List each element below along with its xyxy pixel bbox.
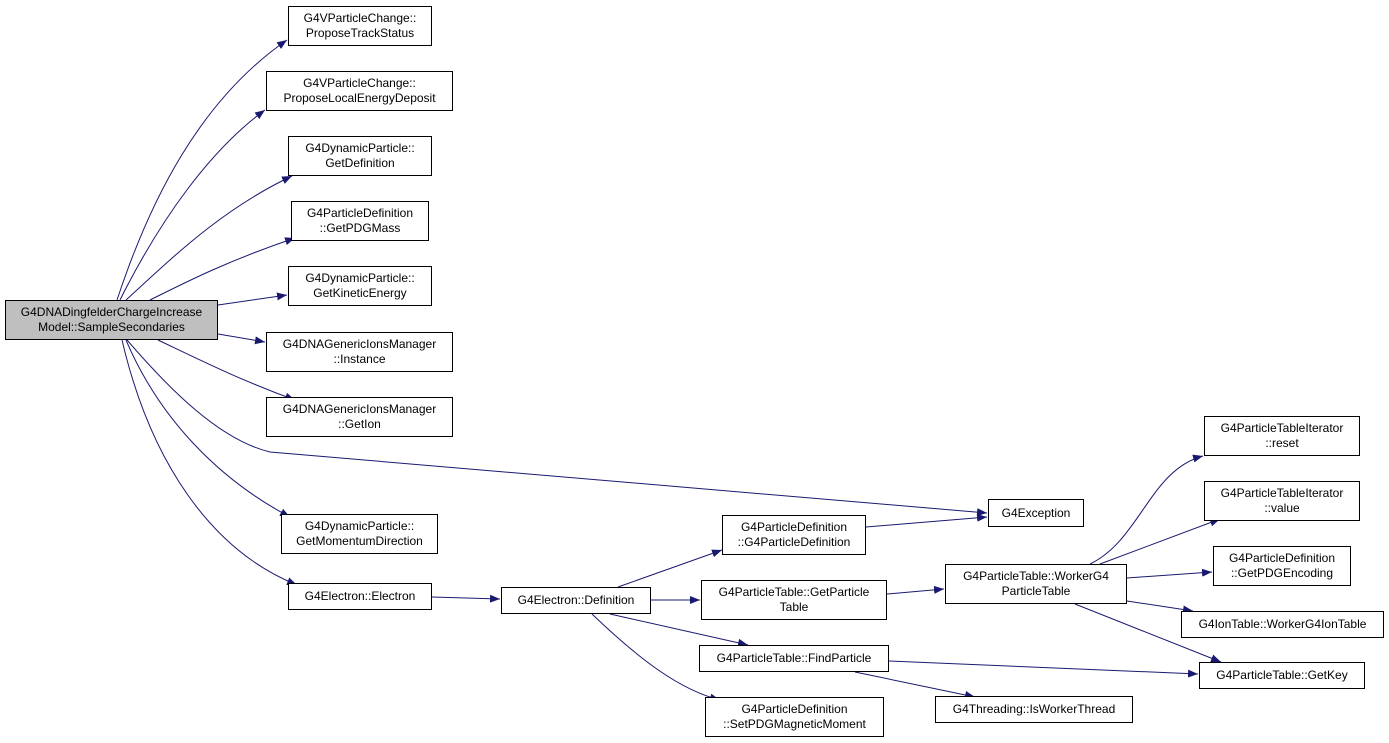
node-label-line: G4DynamicParticle:: bbox=[304, 519, 415, 533]
edge-n11-to-n15 bbox=[591, 613, 721, 702]
node-get-kinetic-energy[interactable]: G4DynamicParticle:: GetKineticEnergy bbox=[288, 266, 432, 306]
node-label-line: G4VParticleChange:: bbox=[303, 76, 416, 90]
edge-n10-to-n11 bbox=[431, 594, 501, 603]
node-label-line: G4DynamicParticle:: bbox=[305, 271, 415, 285]
edge-root-to-n5 bbox=[217, 292, 288, 306]
node-get-key[interactable]: G4ParticleTable::GetKey bbox=[1199, 662, 1365, 689]
node-worker-particle-table[interactable]: G4ParticleTable::WorkerG4 ParticleTable bbox=[945, 564, 1127, 604]
node-get-pdg-encoding[interactable]: G4ParticleDefinition ::GetPDGEncoding bbox=[1213, 546, 1351, 586]
node-label-line: G4Electron::Electron bbox=[304, 589, 416, 603]
node-label-line: ::value bbox=[1264, 501, 1300, 515]
node-label-line: G4DNAGenericIonsManager bbox=[282, 337, 437, 351]
node-label-line: Table bbox=[779, 600, 809, 614]
edge-root-to-n3 bbox=[125, 175, 293, 301]
node-label-line: G4DNADingfelderChargeIncrease bbox=[20, 305, 203, 319]
edge-n16-to-n18 bbox=[1089, 454, 1204, 565]
edge-root-to-n6 bbox=[217, 333, 266, 345]
node-g4exception[interactable]: G4Exception bbox=[988, 499, 1084, 527]
edge-n16-to-n21 bbox=[1126, 600, 1194, 614]
node-label-line: G4DynamicParticle:: bbox=[305, 141, 415, 155]
edge-n11-to-n14 bbox=[609, 613, 749, 647]
node-label-line: G4IonTable::WorkerG4IonTable bbox=[1198, 617, 1367, 631]
node-label-line: ::Instance bbox=[333, 352, 386, 366]
node-label-line: ::GetPDGMass bbox=[319, 221, 401, 235]
node-get-definition[interactable]: G4DynamicParticle:: GetDefinition bbox=[288, 136, 432, 176]
node-get-particle-table[interactable]: G4ParticleTable::GetParticle Table bbox=[701, 580, 887, 620]
node-label-line: Model::SampleSecondaries bbox=[38, 320, 185, 334]
edge-n16-to-n20 bbox=[1126, 568, 1213, 579]
node-label-line: GetDefinition bbox=[325, 156, 395, 170]
edge-n16-to-n19 bbox=[1099, 518, 1221, 565]
node-label-line: ::SetPDGMagneticMoment bbox=[723, 717, 866, 731]
node-label-line: GetMomentumDirection bbox=[296, 534, 423, 548]
edge-n12-to-n8 bbox=[865, 513, 988, 528]
edge-n11-to-n12 bbox=[617, 549, 723, 588]
node-label-line: G4ParticleTable::WorkerG4 bbox=[963, 569, 1109, 583]
node-iterator-value[interactable]: G4ParticleTableIterator ::value bbox=[1204, 481, 1360, 521]
edge-root-to-n8 bbox=[126, 339, 988, 517]
node-get-pdg-mass[interactable]: G4ParticleDefinition ::GetPDGMass bbox=[291, 201, 429, 241]
node-label-line: G4ParticleTable::GetKey bbox=[1216, 668, 1348, 682]
node-label-line: G4DNAGenericIonsManager bbox=[282, 402, 437, 416]
node-label-line: G4ParticleDefinition bbox=[306, 206, 414, 220]
node-get-momentum-direction[interactable]: G4DynamicParticle:: GetMomentumDirection bbox=[281, 514, 438, 554]
node-label-line: G4VParticleChange:: bbox=[303, 11, 417, 25]
node-propose-track-status[interactable]: G4VParticleChange:: ProposeTrackStatus bbox=[288, 6, 432, 46]
edge-root-to-n10 bbox=[121, 339, 298, 586]
edge-n14-to-n17 bbox=[854, 671, 976, 699]
node-is-worker-thread[interactable]: G4Threading::IsWorkerThread bbox=[935, 696, 1133, 723]
node-label-line: G4Electron::Definition bbox=[517, 593, 635, 607]
node-label-line: G4ParticleTableIterator bbox=[1220, 486, 1344, 500]
node-ions-manager-get-ion[interactable]: G4DNAGenericIonsManager ::GetIon bbox=[266, 397, 453, 437]
node-ions-manager-instance[interactable]: G4DNAGenericIonsManager ::Instance bbox=[266, 332, 453, 372]
node-set-pdg-magnetic-moment[interactable]: G4ParticleDefinition ::SetPDGMagneticMom… bbox=[705, 697, 884, 737]
node-label-line: ::G4ParticleDefinition bbox=[737, 535, 851, 549]
node-electron-definition[interactable]: G4Electron::Definition bbox=[501, 587, 651, 614]
node-label-line: G4ParticleTableIterator bbox=[1220, 421, 1344, 435]
node-label-line: G4ParticleTable::GetParticle bbox=[718, 585, 870, 599]
node-sample-secondaries: G4DNADingfelderChargeIncrease Model::Sam… bbox=[5, 300, 218, 340]
node-label-line: G4ParticleTable::FindParticle bbox=[716, 651, 872, 665]
edge-root-to-n4 bbox=[149, 237, 296, 301]
edge-n14-to-n22 bbox=[888, 660, 1199, 678]
edge-root-to-n7 bbox=[157, 339, 296, 401]
node-label-line: ::reset bbox=[1265, 436, 1299, 450]
edge-root-to-n9 bbox=[125, 339, 291, 518]
edge-n13-to-n16 bbox=[886, 585, 945, 595]
node-label-line: ParticleTable bbox=[1001, 584, 1071, 598]
node-worker-ion-table[interactable]: G4IonTable::WorkerG4IonTable bbox=[1181, 611, 1384, 638]
node-particle-definition-ctor[interactable]: G4ParticleDefinition ::G4ParticleDefinit… bbox=[722, 515, 866, 555]
node-label-line: G4ParticleDefinition bbox=[1228, 551, 1336, 565]
node-iterator-reset[interactable]: G4ParticleTableIterator ::reset bbox=[1204, 416, 1360, 456]
node-label-line: G4ParticleDefinition bbox=[740, 520, 848, 534]
node-label-line: ProposeTrackStatus bbox=[305, 26, 415, 40]
edge-n16-to-n22 bbox=[1074, 603, 1222, 663]
node-label-line: G4Exception bbox=[1001, 505, 1071, 520]
node-label-line: G4Threading::IsWorkerThread bbox=[952, 702, 1116, 716]
node-label-line: GetKineticEnergy bbox=[313, 286, 407, 300]
node-find-particle[interactable]: G4ParticleTable::FindParticle bbox=[699, 645, 889, 672]
edge-root-to-n1 bbox=[116, 39, 288, 301]
node-label-line: ::GetPDGEncoding bbox=[1230, 566, 1334, 580]
node-electron-electron[interactable]: G4Electron::Electron bbox=[288, 583, 432, 610]
node-label-line: G4ParticleDefinition bbox=[741, 702, 848, 716]
node-label-line: ::GetIon bbox=[338, 417, 381, 431]
node-propose-local-energy-deposit[interactable]: G4VParticleChange:: ProposeLocalEnergyDe… bbox=[266, 71, 453, 111]
node-label-line: ProposeLocalEnergyDeposit bbox=[283, 91, 436, 105]
edge-root-to-n2 bbox=[119, 109, 266, 301]
